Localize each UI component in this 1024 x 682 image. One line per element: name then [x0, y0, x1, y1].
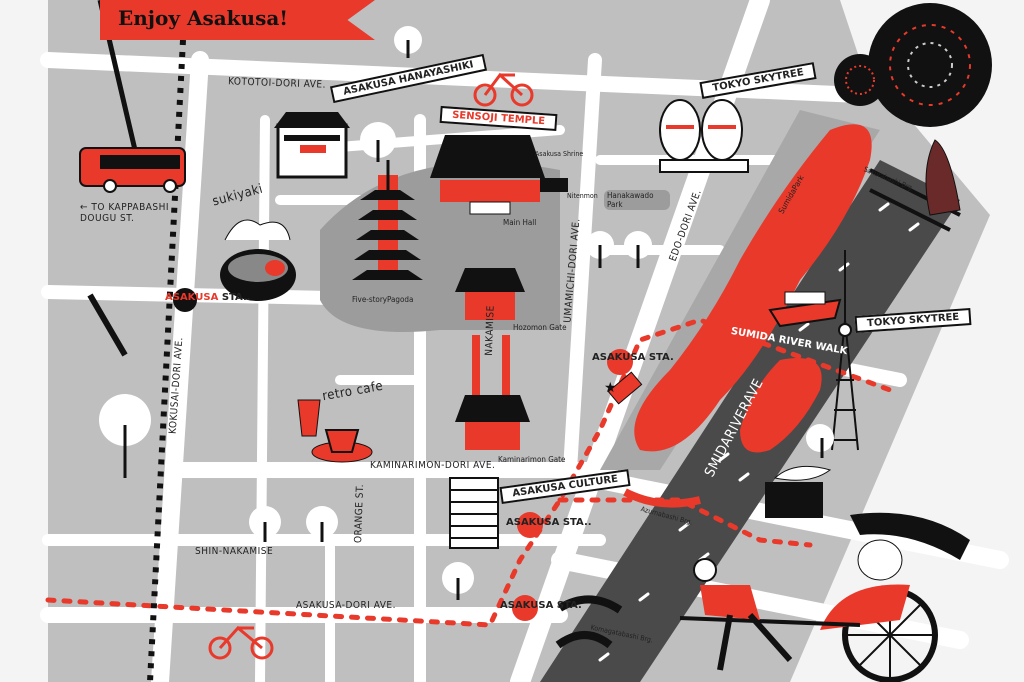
label-main-hall: Main Hall — [503, 218, 537, 227]
rickshaw-puller-icon — [693, 558, 793, 671]
kaminarimon-gate-icon — [455, 335, 530, 450]
station-name: ASAKUSA — [506, 517, 560, 528]
station-asakusa-1[interactable]: ASAKUSA STA.. — [165, 292, 251, 303]
culture-center-building-icon — [449, 477, 499, 549]
station-asakusa-2[interactable]: ASAKUSA STA. — [592, 352, 674, 363]
station-asakusa-4[interactable]: ASAKUSA STA. — [500, 600, 582, 611]
label-kaminarimon-gate: Kaminarimon Gate — [498, 455, 566, 464]
label-hanakawado: Hanakawado Park — [604, 190, 670, 210]
label-pagoda: Five-storyPagoda — [352, 295, 414, 304]
boat-icon — [768, 291, 842, 328]
maneki-neko-icon — [659, 99, 749, 173]
coffee-cup-icon — [297, 399, 373, 463]
street-orange: ORANGE ST. — [353, 483, 367, 544]
bicycle-icon — [473, 72, 534, 107]
street-asakusa-dori: ASAKUSA-DORI AVE. — [296, 600, 396, 611]
label-hozomon: Hozomon Gate — [513, 323, 567, 332]
label-asakusa-shrine: Asakusa Shrine — [535, 150, 584, 158]
direction-kappabashi: ← TO KAPPABASHI DOUGU ST. — [80, 202, 170, 224]
station-name: ASAKUSA — [592, 352, 646, 363]
street-nakamise: NAKAMISE — [483, 305, 497, 356]
bicycle-icon-2 — [208, 625, 274, 660]
cherry-blossom-trees — [634, 124, 872, 453]
fireworks-icon — [834, 3, 992, 127]
five-story-pagoda-icon — [352, 160, 423, 280]
page-title: Enjoy Asakusa! — [118, 6, 289, 30]
tokyo-skytree-icon — [831, 250, 859, 451]
hanayashiki-building-icon — [274, 112, 350, 179]
street-kaminarimon: KAMINARIMON-DORI AVE. — [370, 460, 496, 471]
walking-route — [45, 317, 893, 628]
star-icon: ★ — [604, 380, 617, 396]
sensoji-main-hall-icon — [430, 135, 568, 215]
station-name: ASAKUSA — [165, 292, 219, 303]
rickshaw-icon — [679, 512, 970, 682]
river-waves — [598, 202, 920, 662]
station-name: ASAKUSA — [500, 600, 554, 611]
station-suffix: STA.. — [562, 517, 592, 528]
label-nitenmon: Nitenmon — [567, 192, 598, 200]
street-shin-nakamise: SHIN-NAKAMISE — [195, 546, 274, 557]
kitchen-knife-icon — [87, 293, 128, 357]
bridge-icon — [557, 595, 623, 614]
hozomon-gate-icon — [455, 268, 525, 320]
station-asakusa-3[interactable]: ASAKUSA STA.. — [506, 517, 592, 528]
azumabashi-bridge-icon — [623, 488, 701, 508]
food-basket-icon — [765, 465, 832, 518]
title-flag: Enjoy Asakusa! — [100, 0, 375, 40]
small-bus-icon — [607, 371, 643, 405]
bell-ornament-icon — [925, 139, 961, 216]
tree-icons — [99, 26, 834, 600]
station-suffix: STA. — [556, 600, 582, 611]
bus-icon — [79, 147, 186, 193]
station-suffix: STA.. — [221, 292, 251, 303]
station-suffix: STA. — [648, 352, 674, 363]
komagatabashi-bridge-icon — [555, 631, 613, 649]
station-markers — [173, 288, 633, 621]
sukiyaki-pot-icon — [220, 219, 296, 301]
